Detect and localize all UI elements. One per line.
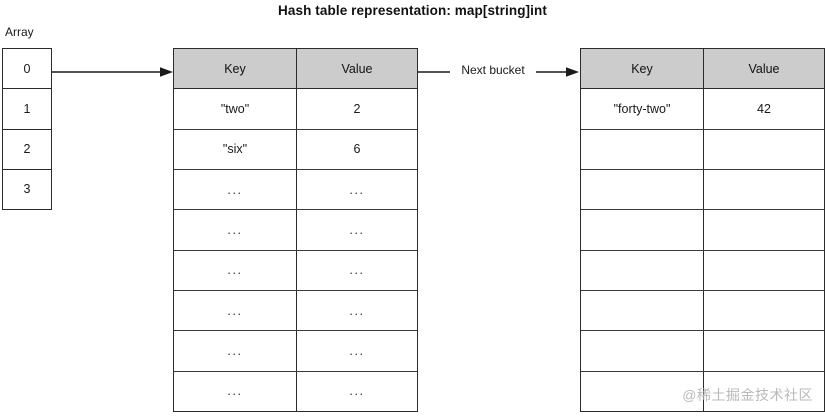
bucket-2-row-2-value (704, 170, 824, 209)
bucket-2-row-3-key (581, 210, 704, 250)
bucket-2-row-1-value (704, 130, 824, 169)
array-box: 0 1 2 3 (2, 48, 52, 210)
table-row (581, 169, 824, 211)
array-cell-1: 1 (3, 89, 51, 130)
table-row: ... ... (174, 250, 417, 291)
bucket-1-row-6-key: ... (174, 331, 297, 371)
bucket-2-header-row: Key Value (581, 49, 824, 90)
bucket-1-row-2-value: ... (349, 182, 365, 197)
bucket-1-row-1-value: 6 (353, 142, 361, 157)
table-row: ... ... (174, 169, 417, 211)
bucket-table-1: Key Value "two" 2 "six" 6 ... ... ... ..… (173, 48, 418, 412)
bucket-2-column-key: Key (581, 49, 704, 89)
bucket-2-row-2-key (581, 169, 704, 210)
table-row: "two" 2 (174, 89, 417, 130)
bucket-2-row-1-key (581, 129, 704, 169)
table-row: "forty-two" 42 (581, 89, 824, 130)
array-cell-0: 0 (3, 49, 51, 90)
bucket-1-column-key: Key (174, 49, 297, 89)
bucket-1-row-1-key: "six" (174, 129, 297, 169)
table-row: ... ... (174, 210, 417, 251)
bucket-1-row-7-key: ... (174, 371, 297, 411)
bucket-1-column-value: Value (341, 61, 373, 76)
bucket-2-row-4-key (581, 250, 704, 290)
table-row (581, 250, 824, 291)
table-row (581, 210, 824, 251)
table-row (581, 371, 824, 411)
table-row: ... ... (174, 371, 417, 411)
bucket-2-row-6-value (704, 331, 824, 370)
arrow-right-icon (52, 67, 173, 77)
array-cell-3: 3 (23, 182, 31, 197)
array-label: Array (5, 25, 34, 39)
bucket-2-row-0-key: "forty-two" (581, 89, 704, 129)
bucket-1-row-4-key: ... (174, 250, 297, 290)
bucket-1-row-0-value: 2 (353, 101, 361, 116)
bucket-1-row-3-key: ... (174, 210, 297, 250)
page-title: Hash table representation: map[string]in… (278, 3, 547, 18)
bucket-1-row-4-value: ... (349, 263, 365, 278)
bucket-1-row-7-value: ... (349, 384, 365, 399)
table-row (581, 290, 824, 332)
table-row (581, 331, 824, 372)
bucket-2-row-3-value (704, 210, 824, 249)
next-bucket-label: Next bucket (461, 63, 525, 77)
bucket-2-row-4-value (704, 251, 824, 290)
bucket-1-row-5-value: ... (349, 303, 365, 318)
bucket-1-header-row: Key Value (174, 49, 417, 90)
watermark: @稀土掘金技术社区 (682, 387, 813, 403)
bucket-2-row-5-key (581, 290, 704, 331)
array-cell-2: 2 (3, 130, 51, 170)
bucket-2-row-6-key (581, 331, 704, 371)
table-row: ... ... (174, 331, 417, 372)
connector-line-icon (418, 71, 450, 73)
bucket-1-row-6-value: ... (349, 343, 365, 358)
bucket-2-row-0-value: 42 (757, 101, 771, 116)
bucket-2-row-5-value (704, 291, 824, 330)
bucket-1-row-5-key: ... (174, 290, 297, 331)
bucket-table-2: Key Value "forty-two" 42 (580, 48, 825, 412)
bucket-1-row-3-value: ... (349, 222, 365, 237)
table-row: "six" 6 (174, 129, 417, 170)
bucket-1-row-0-key: "two" (174, 89, 297, 129)
table-row (581, 129, 824, 170)
bucket-2-row-7-key (581, 371, 704, 411)
bucket-1-row-2-key: ... (174, 169, 297, 210)
arrow-right-icon (536, 67, 579, 77)
bucket-2-column-value: Value (748, 61, 780, 76)
table-row: ... ... (174, 290, 417, 332)
